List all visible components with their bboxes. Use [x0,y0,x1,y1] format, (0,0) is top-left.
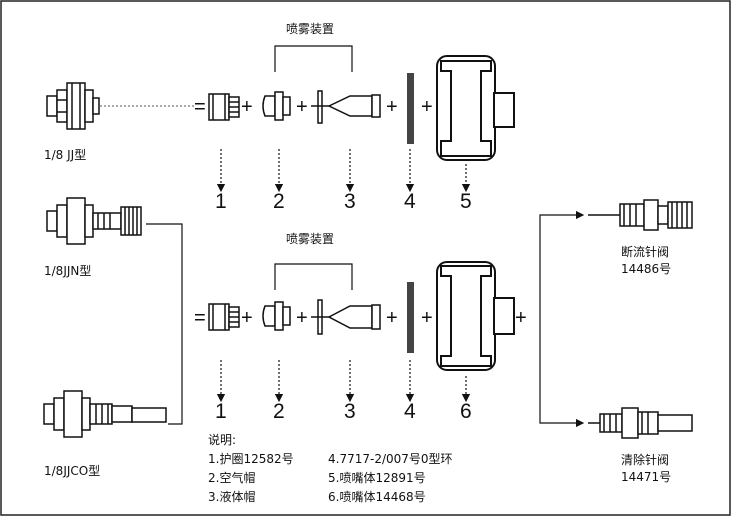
top-group-bracket [274,45,353,72]
jj-nozzle-icon [46,82,100,130]
callout-number: 4 [404,400,416,423]
o-ring-bar [407,282,414,353]
shutoff-needle-valve-icon [588,199,693,231]
upper-valve-connector [539,210,585,312]
plus-symbol: + [515,307,527,329]
callout-number: 2 [273,190,285,213]
equals-symbol: = [194,307,206,329]
bottom-assembly-row [208,261,515,403]
top-spray-set-label: 喷雾装置 [286,22,335,36]
plus-symbol: + [421,307,433,329]
plus-symbol: + [241,96,253,118]
cleanout-valve-part: 14471号 [621,470,672,484]
lower-valve-connector [539,312,585,428]
bottom-spray-set-label: 喷雾装置 [286,232,335,246]
legend-title: 说明: [208,433,237,447]
callout-number: 6 [460,400,472,423]
cleanout-valve-name: 清除针阀 [621,453,670,467]
nozzle-body-6-icon [436,261,515,371]
shutoff-valve-name: 断流针阀 [621,245,670,259]
jjco-nozzle-icon [43,390,167,438]
equals-symbol: = [194,96,206,118]
callout-number: 2 [273,400,285,423]
callout-number: 1 [215,190,227,213]
bottom-callout-arrows [216,360,471,403]
jjn-variant-label: 1/8JJN型 [44,264,92,278]
plus-symbol: + [241,307,253,329]
air-cap-icon [262,301,291,331]
o-ring-bar [407,73,414,144]
cleanout-needle-valve-icon [588,407,693,439]
callout-number: 1 [215,400,227,423]
legend-item: 6.喷嘴体14468号 [328,490,426,504]
left-variant-connector [146,223,183,425]
callout-number: 3 [344,190,356,213]
legend-item: 5.喷嘴体12891号 [328,471,426,485]
jjn-nozzle-icon [46,197,142,245]
callout-number: 5 [460,190,472,213]
plus-symbol: + [386,96,398,118]
callout-number: 4 [404,190,416,213]
top-callout-arrows [216,149,471,193]
shutoff-valve-part: 14486号 [621,262,672,276]
fluid-cap-icon [311,90,381,124]
callout-number: 3 [344,400,356,423]
jj-variant-label: 1/8 JJ型 [44,148,87,162]
plus-symbol: + [386,307,398,329]
legend-item: 4.7717-2/007号0型环 [328,452,453,466]
nozzle-body-5-icon [436,55,515,161]
legend-item: 2.空气帽 [208,471,256,485]
fluid-cap-icon [311,299,381,335]
plus-symbol: + [296,307,308,329]
retainer-ring-icon [208,93,240,121]
legend-item: 3.液体帽 [208,490,256,504]
bottom-group-bracket [274,263,353,290]
retainer-ring-icon [208,303,240,331]
jjco-variant-label: 1/8JJCO型 [44,464,101,478]
air-cap-icon [262,91,291,121]
legend-item: 1.护圈12582号 [208,452,294,466]
top-assembly-row [46,45,515,193]
operator-symbols: = + + + + = + + + + + [194,96,527,329]
plus-symbol: + [296,96,308,118]
plus-symbol: + [421,96,433,118]
